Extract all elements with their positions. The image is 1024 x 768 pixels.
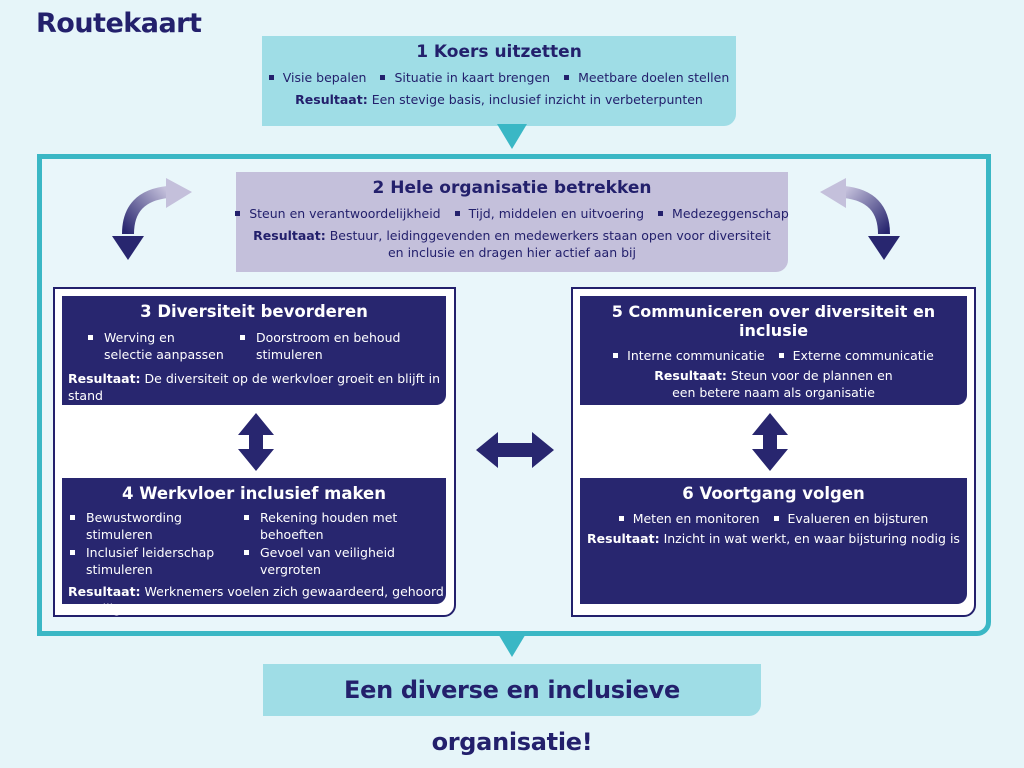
step-6-bullets: Meten en monitoren Evalueren en bijsture… [580,511,967,526]
step-4-heading: 4 Werkvloer inclusief maken [122,484,386,503]
result-label: Resultaat: [253,228,326,243]
result-text: Bestuur, leidinggevenden en medewerkers … [329,228,771,243]
curved-arrow-left-icon [112,178,192,260]
bullet-item: Bewustwording stimuleren [70,509,244,543]
step-6-box: 6 Voortgang volgen Meten en monitoren Ev… [580,478,967,604]
bullet-item: Evalueren en bijsturen [774,511,929,526]
bullet-item: Rekening houden met behoeften [244,509,446,543]
result-text: Een stevige basis, inclusief inzicht in … [371,92,703,107]
step-4-bullets: Bewustwording stimuleren Inclusief leide… [62,509,446,579]
bullet-column: Doorstroom en behoud stimuleren [240,329,446,364]
bullet-item: Inclusief leiderschap stimuleren [70,544,216,578]
down-arrow-icon [497,124,527,149]
step-3-heading: 3 Diversiteit bevorderen [140,302,368,321]
bullet-item: Tijd, middelen en uitvoering [455,206,644,221]
bullet-item: Steun en verantwoordelijkheid [235,206,440,221]
result-text: en inclusie en dragen hier actief aan bi… [387,245,636,260]
bullet-column: Bewustwording stimuleren Inclusief leide… [70,509,244,579]
step-4-result: Resultaat: Werknemers voelen zich gewaar… [62,583,446,617]
down-arrow-icon [497,632,527,657]
vertical-double-arrow-icon [238,413,274,471]
result-text: een betere naam als organisatie [672,385,875,400]
step-4-box: 4 Werkvloer inclusief maken Bewustwordin… [62,478,446,616]
result-label: Resultaat: [654,368,727,383]
bullet-item: Externe communicatie [779,348,934,363]
result-label: Resultaat: [295,92,368,107]
bullet-column: Werving en selectie aanpassen [88,329,240,364]
bullet-item: Interne communicatie [613,348,765,363]
step-2-box: 2 Hele organisatie betrekken Steun en ve… [235,172,789,272]
result-label: Resultaat: [68,584,141,599]
result-text: Inzicht in wat werkt, en waar bijsturing… [663,531,960,546]
result-label: Resultaat: [587,531,660,546]
step-3-result: Resultaat: De diversiteit op de werkvloe… [62,370,446,404]
step-3-box: 3 Diversiteit bevorderen Werving en sele… [62,296,446,405]
page-title: Routekaart [36,8,202,39]
step-2-heading: 2 Hele organisatie betrekken [372,178,652,198]
step-6-result: Resultaat: Inzicht in wat werkt, en waar… [580,530,967,547]
bullet-item: Visie bepalen [269,70,367,85]
step-1-heading: 1 Koers uitzetten [416,42,582,62]
result-text: Werknemers voelen zich gewaardeerd, geho… [68,584,444,616]
result-text: Steun voor de plannen en [730,368,893,383]
final-outcome: Een diverse en inclusieve organisatie! [263,664,761,756]
step-5-bullets: Interne communicatie Externe communicati… [580,348,967,363]
horizontal-double-arrow-icon [476,432,554,468]
bullet-column: Rekening houden met behoeften Gevoel van… [244,509,446,579]
bullet-item: Medezeggenschap [658,206,789,221]
bullet-item: Meetbare doelen stellen [564,70,729,85]
result-label: Resultaat: [68,371,141,386]
bullet-item: Gevoel van veiligheid vergroten [244,544,410,578]
step-3-bullets: Werving en selectie aanpassen Doorstroom… [62,329,446,364]
step-1-bullets: Visie bepalen Situatie in kaart brengen … [262,70,736,85]
result-text: De diversiteit op de werkvloer groeit en… [68,371,441,403]
bullet-item: Doorstroom en behoud stimuleren [240,329,406,363]
step-6-heading: 6 Voortgang volgen [682,484,865,503]
step-2-bullets: Steun en verantwoordelijkheid Tijd, midd… [235,206,789,221]
step-5-heading: 5 Communiceren over diversiteit en inclu… [611,302,936,340]
bullet-item: Situatie in kaart brengen [380,70,550,85]
bullet-item: Meten en monitoren [619,511,760,526]
step-2-result: Resultaat: Bestuur, leidinggevenden en m… [236,227,788,261]
step-1-box: 1 Koers uitzetten Visie bepalen Situatie… [262,36,736,126]
step-5-box: 5 Communiceren over diversiteit en inclu… [580,296,967,405]
step-1-result: Resultaat: Een stevige basis, inclusief … [262,91,736,108]
step-5-result: Resultaat: Steun voor de plannen en een … [580,367,967,401]
vertical-double-arrow-icon [752,413,788,471]
bullet-item: Werving en selectie aanpassen [88,329,224,363]
curved-arrow-right-icon [820,178,900,260]
